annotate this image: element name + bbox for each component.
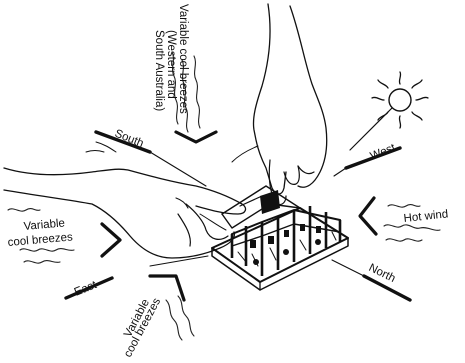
breeze-top-label-line3: South Australia) (153, 30, 165, 111)
south-label: South (113, 128, 145, 150)
breeze-left-label-line2: cool breezes (7, 231, 73, 249)
breeze-top-label-line1: Variable cool breezes (177, 4, 189, 114)
breeze-left-label-line1: Variable (23, 217, 65, 233)
south-pointer-line (150, 152, 206, 186)
upper-hand-illustration (232, 4, 327, 205)
sun-icon (350, 72, 428, 150)
house-model-illustration (212, 186, 348, 290)
west-label: West (369, 142, 398, 163)
east-label: East (73, 279, 100, 299)
north-pointer-line (332, 260, 364, 276)
breeze-top-label-line2: (Western and (165, 30, 177, 99)
west-pointer-line (334, 168, 346, 176)
hot-wind-label: Hot wind (403, 208, 449, 225)
